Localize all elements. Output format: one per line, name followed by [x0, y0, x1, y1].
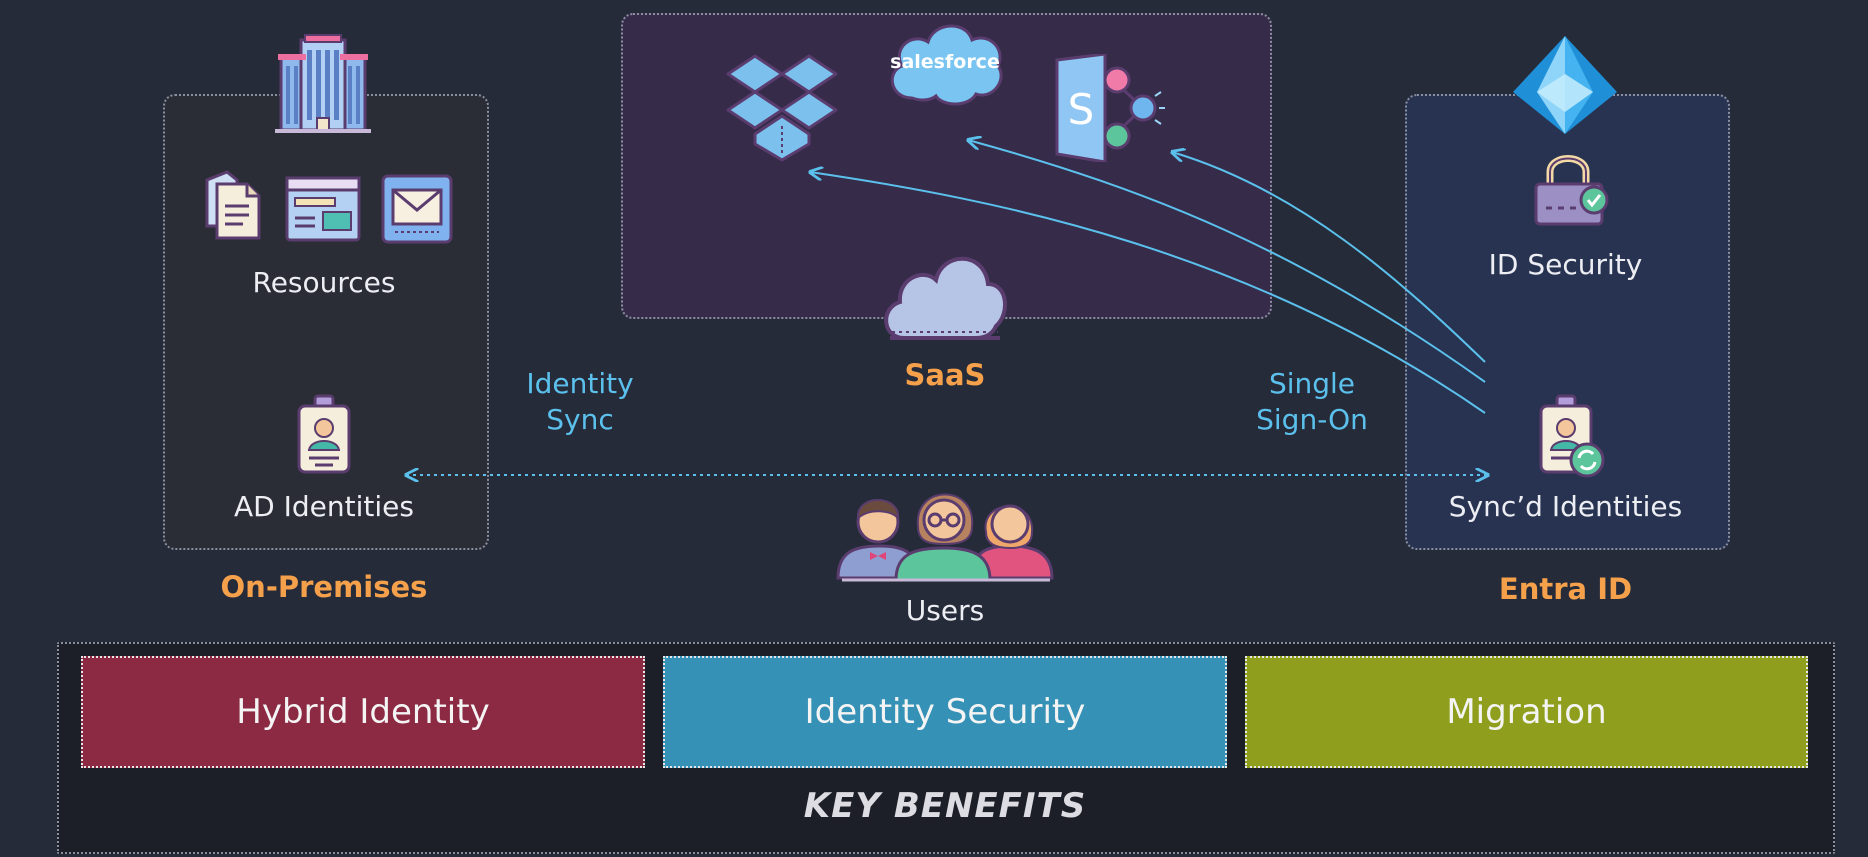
single-sign-on-line-1: Single [1268, 367, 1356, 400]
benefit-hybrid-identity: Hybrid Identity [81, 656, 645, 768]
identity-sync-line-1: Identity [526, 367, 634, 400]
synced-identities-label: Sync’d Identities [1448, 490, 1683, 523]
email-icon [381, 174, 453, 244]
identity-sync-line-2: Sync [546, 403, 614, 436]
single-sign-on-label: Single Sign-On [1232, 366, 1392, 438]
users-group-icon [836, 493, 1054, 582]
benefit-migration: Migration [1245, 656, 1808, 768]
salesforce-logo-icon: salesforce [890, 24, 1003, 106]
single-sign-on-line-2: Sign-On [1256, 403, 1368, 436]
lock-shield-icon [1534, 155, 1609, 226]
id-badge-icon [297, 394, 351, 474]
sso-arrow-salesforce [968, 140, 1486, 383]
key-benefits-title: KEY BENEFITS [803, 786, 1087, 826]
id-security-label: ID Security [1488, 248, 1643, 281]
web-form-icon [285, 176, 361, 242]
resources-label: Resources [252, 266, 396, 299]
cloud-icon [884, 256, 1008, 340]
documents-icon [205, 170, 261, 240]
dropbox-icon [726, 54, 838, 162]
salesforce-logo-text: salesforce [890, 51, 1000, 73]
office-building-icon [275, 34, 371, 133]
sharepoint-letter: S [1068, 85, 1095, 134]
identity-sync-label: Identity Sync [500, 366, 660, 438]
ad-identities-label: AD Identities [234, 490, 414, 523]
benefit-identity-security: Identity Security [663, 656, 1227, 768]
entra-id-logo-icon [1513, 36, 1617, 134]
saas-title: SaaS [904, 358, 986, 392]
users-label: Users [905, 594, 985, 627]
sharepoint-icon: S [1055, 54, 1165, 162]
sso-arrow-sharepoint [1172, 152, 1486, 363]
entra-id-title: Entra ID [1498, 572, 1633, 606]
sso-arrow-dropbox [810, 172, 1486, 414]
synced-id-badge-icon [1539, 394, 1605, 478]
on-premises-title: On-Premises [220, 570, 428, 604]
